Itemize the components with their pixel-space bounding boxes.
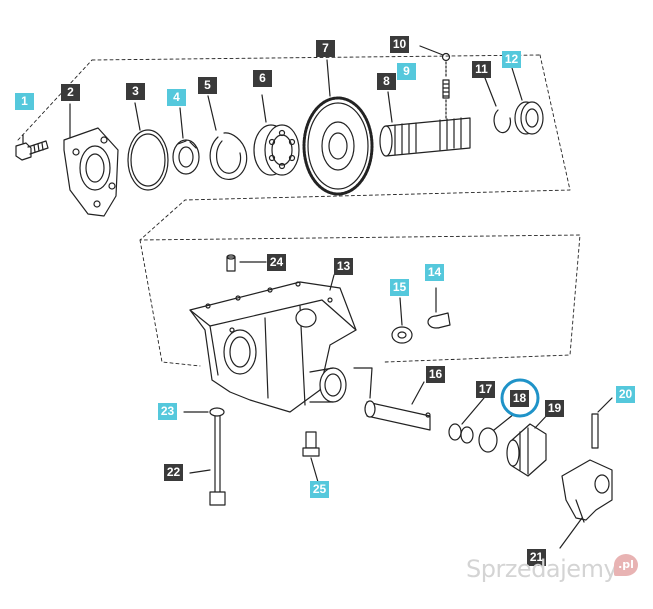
part-9-spring <box>442 79 450 119</box>
part-8-shaft <box>379 91 471 157</box>
callout-16: 16 <box>426 366 445 383</box>
callout-15: 15 <box>390 279 409 296</box>
callout-3: 3 <box>126 83 145 100</box>
part-20-pin <box>591 397 613 449</box>
assembly-guide-dashed <box>17 54 581 367</box>
part-22-long-bolt <box>189 414 226 506</box>
callout-4: 4 <box>167 89 186 106</box>
part-11-circlip <box>484 77 512 134</box>
part-21-clevis <box>559 459 613 549</box>
watermark-text: Sprzedajemy <box>466 555 618 583</box>
callout-13: 13 <box>334 258 353 275</box>
watermark: Sprzedajemy .pl <box>466 552 646 592</box>
callout-18: 18 <box>510 390 529 407</box>
part-3-o-ring <box>127 102 169 191</box>
part-17-o-rings <box>448 397 485 444</box>
callout-23: 23 <box>158 403 177 420</box>
callout-5: 5 <box>198 77 217 94</box>
callout-6: 6 <box>253 70 272 87</box>
part-6-bearing <box>253 94 300 176</box>
part-1-bolt <box>15 134 49 161</box>
callout-24: 24 <box>267 254 286 271</box>
part-5-circlip <box>207 95 248 180</box>
callout-12: 12 <box>502 51 521 68</box>
callout-11: 11 <box>472 61 491 78</box>
part-15-washer <box>391 297 413 344</box>
highlight-ring <box>500 378 540 418</box>
part-7-gear <box>302 59 374 196</box>
part-19-bushing <box>506 411 551 477</box>
part-4-seal <box>172 107 200 175</box>
callout-17: 17 <box>476 381 495 398</box>
callout-20: 20 <box>616 386 635 403</box>
part-13-housing <box>189 274 357 413</box>
watermark-badge: .pl <box>614 554 638 576</box>
callout-22: 22 <box>164 464 183 481</box>
part-24-dowel <box>226 254 267 272</box>
callout-1: 1 <box>15 93 34 110</box>
callout-10: 10 <box>390 36 409 53</box>
callout-7: 7 <box>316 40 335 57</box>
callout-8: 8 <box>377 73 396 90</box>
part-18-seal-ring <box>478 413 515 453</box>
part-14-plug <box>427 287 451 329</box>
callout-14: 14 <box>425 264 444 281</box>
callout-21: 21 <box>527 549 546 566</box>
part-25-screw <box>302 431 320 483</box>
part-16-lever-shaft <box>353 367 431 431</box>
part-23-washer <box>183 407 225 417</box>
part-12-bearing <box>511 67 544 135</box>
callout-2: 2 <box>61 84 80 101</box>
part-10-ball <box>419 45 451 79</box>
callout-19: 19 <box>545 400 564 417</box>
callout-25: 25 <box>310 481 329 498</box>
callout-9: 9 <box>397 63 416 80</box>
part-2-cover-plate <box>63 103 119 217</box>
